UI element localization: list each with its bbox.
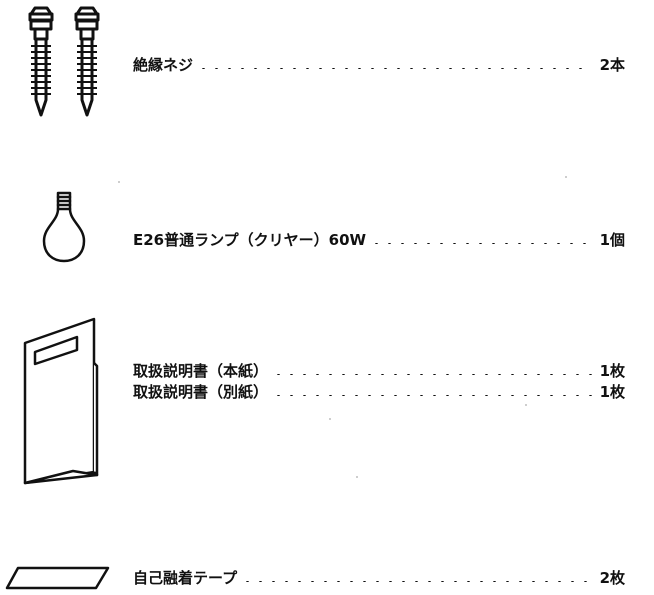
scan-speck — [356, 476, 358, 478]
list-item: 取扱説明書（別紙） 1枚 — [133, 381, 625, 403]
item-quantity: 1個 — [599, 231, 625, 249]
scan-speck — [329, 418, 331, 420]
item-name: 取扱説明書（別紙） — [133, 383, 269, 401]
self-fusing-tape-icon — [5, 566, 110, 590]
list-item: 絶縁ネジ 2本 — [133, 54, 625, 76]
list-item: 自己融着テープ 2枚 — [133, 567, 625, 589]
instruction-manual-icon — [23, 317, 99, 485]
item-name: E26普通ランプ（クリヤー）60W — [133, 231, 367, 249]
scan-speck — [525, 404, 527, 406]
item-quantity: 1枚 — [599, 383, 625, 401]
item-name: 自己融着テープ — [133, 569, 238, 587]
item-name: 取扱説明書（本紙） — [133, 362, 269, 380]
item-quantity: 2本 — [599, 56, 625, 74]
list-item: E26普通ランプ（クリヤー）60W 1個 — [133, 229, 625, 251]
item-name: 絶縁ネジ — [133, 56, 194, 74]
scan-speck — [565, 176, 567, 178]
insulated-screws-icon — [28, 6, 100, 117]
leader-dots — [241, 580, 592, 582]
leader-dots — [370, 242, 592, 244]
scan-speck — [118, 181, 120, 183]
leader-dots — [197, 67, 592, 69]
item-quantity: 2枚 — [599, 569, 625, 587]
leader-dots — [272, 373, 592, 375]
list-item: 取扱説明書（本紙） 1枚 — [133, 360, 625, 382]
light-bulb-icon — [42, 191, 86, 263]
item-quantity: 1枚 — [599, 362, 625, 380]
leader-dots — [272, 394, 592, 396]
